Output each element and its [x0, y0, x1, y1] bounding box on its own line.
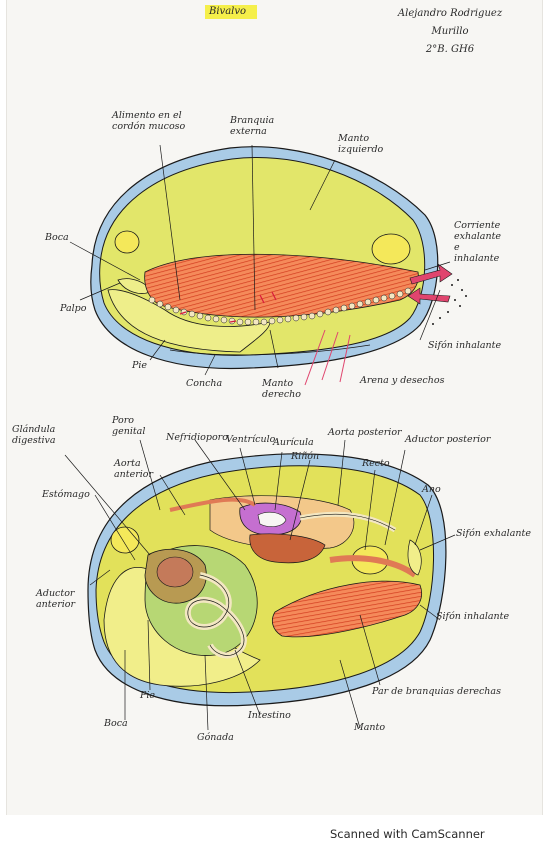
label-genital-pore: Poro genital	[112, 415, 146, 437]
top-bivalve	[69, 144, 467, 386]
label-food-cord: Alimento en el cordón mucoso	[112, 110, 186, 132]
label-mantle-bottom: Manto	[354, 722, 386, 733]
anterior-adductor	[114, 230, 140, 254]
anterior-adductor-2	[110, 526, 140, 554]
page-title: Bivalvo	[209, 6, 247, 17]
label-external-gill: Branquia externa	[230, 115, 275, 137]
label-anterior-aorta: Aorta anterior	[114, 458, 154, 480]
label-nephridiopore: Nefridioporo	[166, 432, 228, 443]
title-highlight	[205, 5, 257, 19]
label-stomach: Estómago	[42, 489, 90, 500]
siphon-arrows	[407, 263, 453, 305]
label-palp: Palpo	[60, 303, 87, 314]
label-current: Corriente exhalante e inhalante	[454, 220, 502, 264]
kidney	[249, 533, 326, 564]
label-posterior-adductor: Aductor posterior	[405, 434, 491, 445]
label-intestine: Intestino	[248, 710, 291, 721]
label-anus: Ano	[422, 484, 441, 495]
label-rectum: Recto	[362, 458, 390, 469]
author-class: 2°B. GH6	[425, 44, 475, 55]
label-sand: Arena y desechos	[360, 375, 445, 386]
label-mouth-top: Boca	[45, 232, 69, 243]
label-left-mantle: Manto izquierdo	[338, 133, 384, 155]
label-gonad: Gónada	[197, 732, 234, 743]
label-kidney: Riñón	[291, 451, 320, 462]
label-digestive-gland: Glándula digestiva	[12, 424, 56, 446]
author-block: Alejandro Rodriguez Murillo 2°B. GH6	[390, 5, 510, 59]
label-posterior-aorta: Aorta posterior	[328, 427, 402, 438]
author-name: Alejandro Rodriguez	[397, 8, 503, 19]
label-shell: Concha	[186, 378, 223, 389]
label-auricle: Aurícula	[273, 437, 314, 448]
author-surname: Murillo	[431, 26, 469, 37]
label-inhalant-siphon-top: Sifón inhalante	[428, 340, 502, 351]
label-anterior-adductor: Aductor anterior	[36, 588, 76, 610]
scanner-watermark: Scanned with CamScanner	[330, 827, 485, 841]
label-right-mantle: Manto derecho	[262, 378, 302, 400]
bottom-bivalve	[64, 439, 456, 731]
posterior-adductor	[371, 233, 411, 265]
label-foot-top: Pie	[132, 360, 148, 371]
label-foot-bottom: Pie	[140, 690, 156, 701]
label-mouth-bottom: Boca	[104, 718, 128, 729]
mucus-cord-beads	[148, 287, 412, 326]
label-ventricle: Ventrículo	[226, 434, 276, 445]
gills-2	[271, 580, 422, 638]
label-exhalant-siphon: Sifón exhalante	[456, 528, 531, 539]
label-inhalant-siphon-bottom: Sifón inhalante	[436, 611, 510, 622]
label-right-gills: Par de branquias derechas	[372, 686, 501, 697]
